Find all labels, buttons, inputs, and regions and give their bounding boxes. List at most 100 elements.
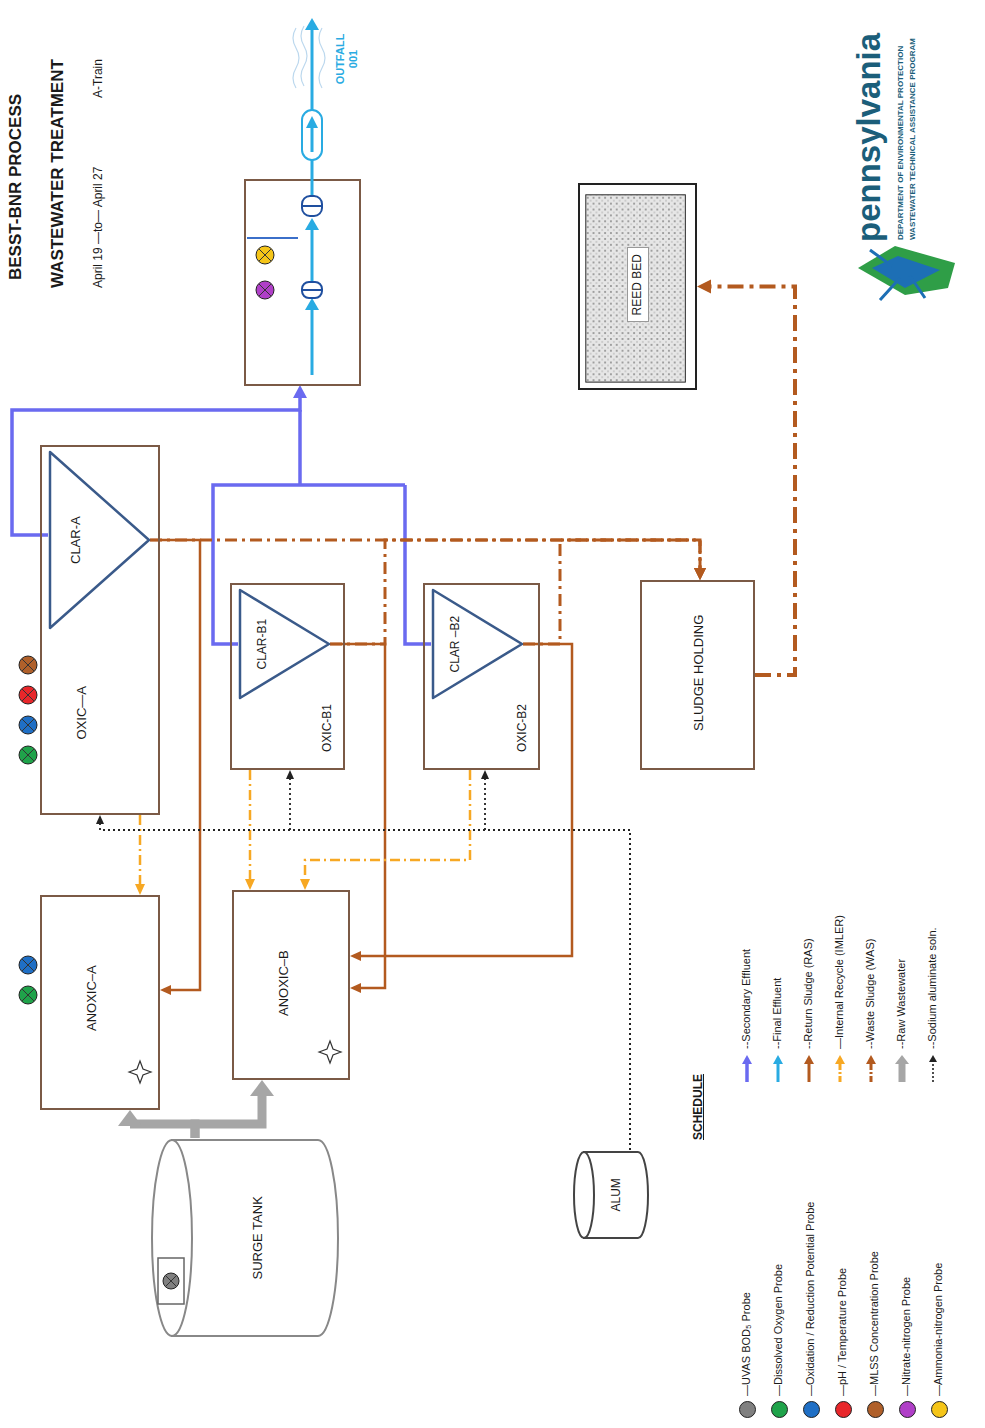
- date-range: April 19 —to— April 27: [92, 167, 106, 288]
- flow-connector: [150, 540, 706, 580]
- node-label: SLUDGE HOLDING: [692, 615, 707, 731]
- clarifier: CLAR-B1: [238, 588, 330, 700]
- probe-mark: [165, 1275, 177, 1287]
- flow-connector: [330, 540, 706, 644]
- legend-line-sample: [893, 1053, 911, 1083]
- legend-text: —Oxidation / Reduction Potential Probe: [804, 1202, 817, 1396]
- node-label: OXIC—A: [75, 686, 90, 739]
- node-label: OXIC-B2: [516, 704, 530, 752]
- legend-line-sample: [800, 1053, 818, 1083]
- legend-text: --Secondary Effluent: [740, 949, 753, 1049]
- oxic-tank: OXIC-B1 CLAR-B1: [230, 583, 345, 770]
- connector-line: [330, 540, 700, 644]
- subtitle: WASTEWATER TREATMENT: [48, 59, 68, 288]
- arrow-head: [694, 568, 706, 580]
- arrow-head: [118, 1110, 142, 1126]
- mixer-symbol: [319, 1041, 341, 1063]
- logo-subline: WASTEWATER TECHNICAL ASSISTANCE PROGRAM: [908, 38, 917, 240]
- secondary-effluent-lines: [12, 396, 431, 644]
- legend-text: —Ammonia-nitrogen Probe: [932, 1263, 945, 1396]
- train-name: A-Train: [92, 59, 106, 98]
- clarifier: CLAR-A: [48, 450, 150, 630]
- flow-connector: [286, 770, 630, 1150]
- logo-subline: DEPARTMENT OF ENVIRONMENTAL PROTECTION: [896, 46, 905, 240]
- legend-line-sample: [924, 1053, 942, 1083]
- sludge-holding-tank: SLUDGE HOLDING: [640, 580, 755, 770]
- arrow-head: [245, 879, 255, 890]
- alum-drum: ALUM: [572, 1150, 650, 1240]
- tank-partition: [247, 237, 298, 239]
- legend-swatch: [771, 1401, 788, 1418]
- node-outline: [238, 588, 330, 700]
- legend-line-sample: [831, 1053, 849, 1083]
- clarifier-cone: [433, 590, 522, 698]
- node-label: CLAR-B1: [256, 619, 270, 670]
- connector-line: [305, 770, 470, 880]
- legend-text: --Return Sludge (RAS): [802, 938, 815, 1049]
- arrow-head: [929, 1055, 937, 1062]
- surge-tank: SURGE TANK: [150, 1138, 340, 1338]
- diagram-title: BESST-BNR PROCESS: [6, 94, 26, 280]
- node-label: OXIC-B1: [321, 704, 335, 752]
- cylinder-body: [172, 1140, 338, 1336]
- node-label: SURGE TANK: [251, 1196, 266, 1279]
- legend-text: —MLSS Concentration Probe: [868, 1251, 881, 1396]
- flow-connector: [195, 1080, 274, 1138]
- legend-text: --Sodium aluminate soln.: [926, 927, 939, 1049]
- connector-line: [808, 1063, 811, 1082]
- arrow-head: [300, 879, 310, 890]
- outfall-pipe: [302, 110, 322, 160]
- secondary-effluent-line: [298, 410, 302, 485]
- legend-text: —Nitrate-nitrogen Probe: [900, 1277, 913, 1396]
- arrow-head: [481, 770, 489, 779]
- uv-capsules: [302, 196, 322, 298]
- connector-line: [710, 287, 795, 676]
- oxic-tank: OXIC-B2 CLAR –B2: [423, 583, 540, 770]
- arrow-head: [804, 1055, 814, 1064]
- legend-text: —UVAS BOD₅ Probe: [740, 1292, 753, 1396]
- legend-line-sample: [738, 1053, 756, 1083]
- probe-symbol: [163, 1273, 179, 1289]
- arrow-head: [293, 385, 307, 398]
- node-label: CLAR-A: [69, 516, 84, 564]
- arrow-head: [160, 985, 171, 995]
- arrow-head: [773, 1055, 783, 1064]
- legend-swatch: [739, 1401, 756, 1418]
- arrow-head: [694, 568, 706, 580]
- inlet-box: [158, 1258, 184, 1304]
- flow-connector: [135, 815, 145, 895]
- connector-line: [249, 770, 252, 880]
- arrow-head: [350, 951, 361, 961]
- connector-line: [130, 1124, 195, 1138]
- legend-text: --Waste Sludge (WAS): [864, 939, 877, 1049]
- legend-swatch: [931, 1401, 948, 1418]
- clarifier-cone: [50, 452, 149, 628]
- node-outline: [48, 450, 150, 630]
- connector-line: [870, 1063, 873, 1082]
- arrow-head: [350, 983, 361, 993]
- mixer-symbol: [129, 1061, 151, 1083]
- arrow-head: [286, 770, 294, 779]
- clarifier-cone: [240, 590, 329, 698]
- node-label: ALUM: [610, 1178, 624, 1211]
- legend-line-sample: [769, 1053, 787, 1083]
- flow-connector: [96, 815, 630, 1150]
- flow-connector: [523, 540, 706, 644]
- legend-text: —pH / Temperature Probe: [836, 1268, 849, 1396]
- anoxic-tank: ANOXIC–A: [40, 895, 160, 1110]
- legend-text: —Dissolved Oxygen Probe: [772, 1264, 785, 1396]
- connector-line: [360, 644, 572, 956]
- node-label: CLAR –B2: [449, 616, 463, 673]
- logo-icon: [858, 246, 955, 300]
- connector-line: [839, 1063, 842, 1082]
- connector-line: [523, 540, 700, 644]
- legend-line-sample: [862, 1053, 880, 1083]
- connector-line: [485, 778, 630, 1150]
- arrow-head: [135, 884, 145, 895]
- oxic-tank: OXIC—A CLAR-A: [40, 445, 160, 815]
- node-outline: [150, 1138, 340, 1338]
- arrow-head: [694, 568, 706, 580]
- cylinder-top: [152, 1140, 192, 1336]
